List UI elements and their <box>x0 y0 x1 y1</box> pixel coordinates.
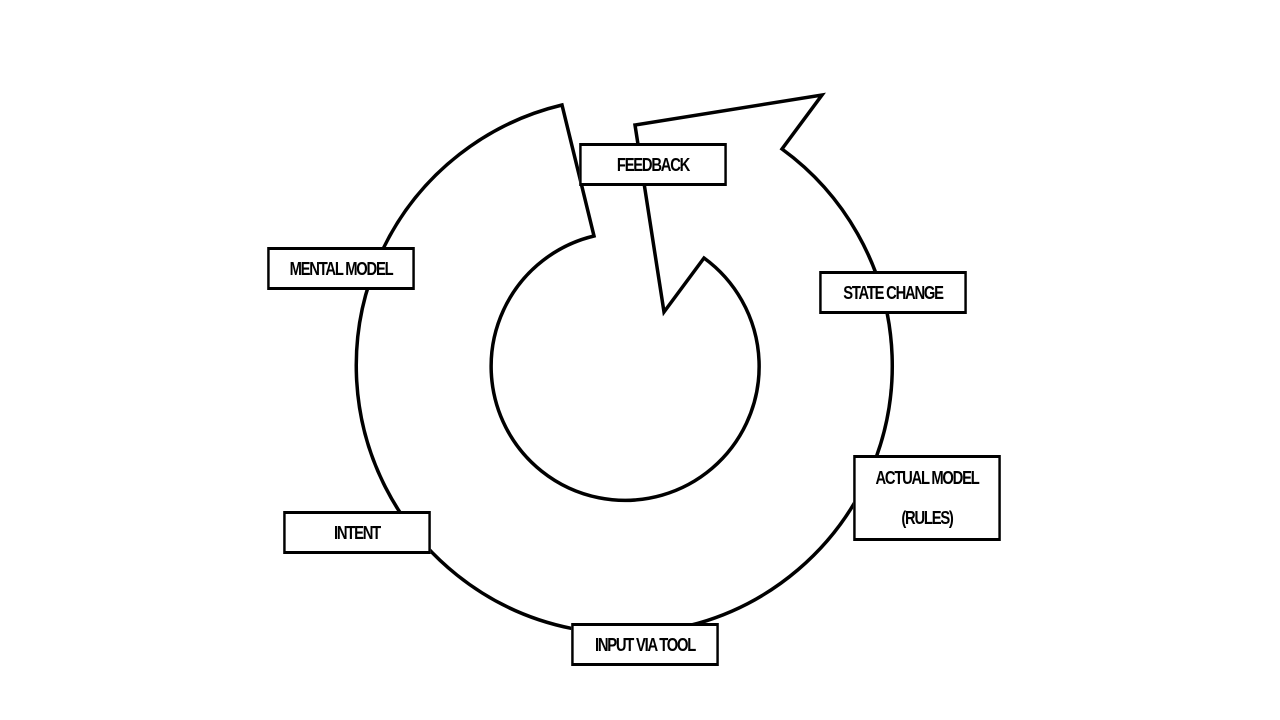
state-change-text: STATE CHANGE <box>843 282 944 303</box>
input-via-tool-text: INPUT VIA TOOL <box>594 634 696 655</box>
mental-model-text: MENTAL MODEL <box>289 258 394 279</box>
mental-model-label: MENTAL MODEL <box>267 247 415 290</box>
feedback-label: FEEDBACK <box>579 143 727 186</box>
intent-label: INTENT <box>283 511 431 554</box>
input-via-tool-label: INPUT VIA TOOL <box>571 623 719 666</box>
actual-model-label: ACTUAL MODEL (RULES) <box>853 455 1001 541</box>
intent-text: INTENT <box>334 522 381 543</box>
state-change-label: STATE CHANGE <box>819 271 967 314</box>
feedback-text: FEEDBACK <box>616 154 690 175</box>
actual-model-text: ACTUAL MODEL <box>875 468 979 488</box>
actual-model-rules-text: (RULES) <box>901 508 953 528</box>
